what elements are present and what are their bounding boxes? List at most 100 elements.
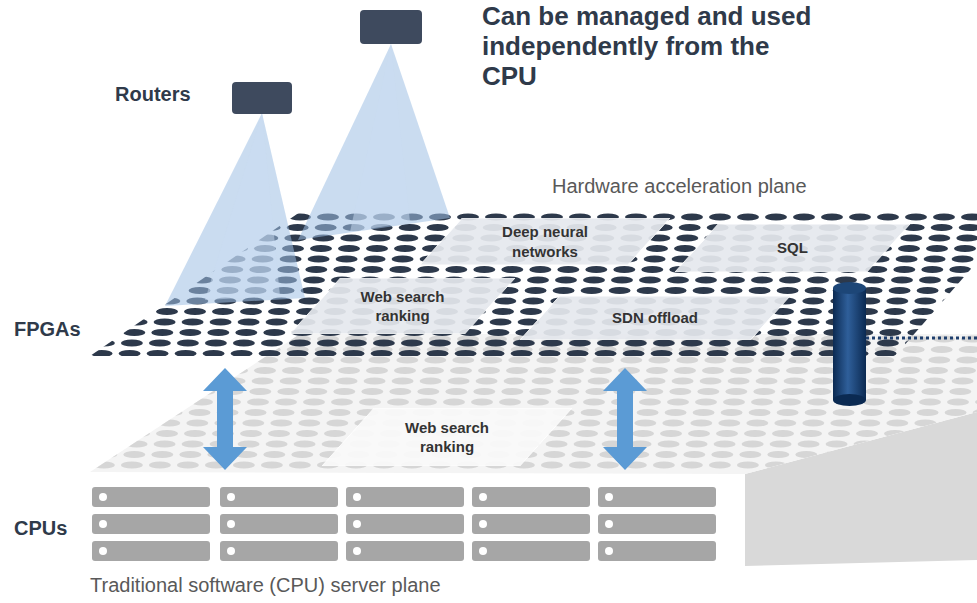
cpu-dot: [856, 430, 878, 437]
cpu-dot: [39, 451, 61, 458]
fpga-dot: [903, 350, 925, 357]
cpu-dot: [305, 388, 327, 395]
cpu-dot: [79, 398, 101, 405]
cpu-dot: [744, 430, 766, 437]
cpu-dot: [144, 356, 166, 363]
cpu-dot: [667, 398, 689, 405]
fpga-dot: [289, 339, 311, 346]
fpga-dot: [947, 276, 969, 283]
cpu-dot: [177, 461, 199, 468]
cpu-dot: [546, 440, 568, 447]
fpga-dot: [492, 308, 514, 315]
cpu-dot: [861, 409, 883, 416]
fpga-dot: [37, 339, 59, 346]
cpu-dot: [634, 419, 656, 426]
fpga-dot: [931, 224, 953, 231]
fpga-dot: [240, 308, 262, 315]
fpga-dot: [77, 287, 99, 294]
cpu-dot: [172, 356, 194, 363]
cpu-dot: [112, 377, 134, 384]
cpu-dot: [184, 430, 206, 437]
cpu-dot: [632, 430, 654, 437]
fpga-dot: [266, 318, 288, 325]
fpga-dot: [884, 308, 906, 315]
fpga-dot: [207, 329, 229, 336]
cpu-dot: [240, 430, 262, 437]
cpu-dot: [359, 398, 381, 405]
cpu-dot: [273, 409, 295, 416]
fpga-dot: [933, 213, 955, 220]
cpu-dot: [777, 409, 799, 416]
fpga-dot: [205, 339, 227, 346]
cpu-dot: [807, 398, 829, 405]
cpu-dot: [896, 377, 918, 384]
cpu-dot: [954, 367, 976, 374]
fpga-dot: [681, 213, 703, 220]
cpu-dot: [301, 409, 323, 416]
cpu-dot: [396, 356, 418, 363]
cpu-dot: [756, 377, 778, 384]
fpga-dot: [807, 276, 829, 283]
cpu-dot: [644, 377, 666, 384]
fpga-dot: [779, 276, 801, 283]
fpga-dot: [539, 350, 561, 357]
fpga-dot: [609, 287, 631, 294]
fpga-dot: [429, 339, 451, 346]
fpga-dot: [427, 350, 449, 357]
cpu-dot: [336, 377, 358, 384]
cpu-dot: [940, 430, 962, 437]
cpu-dot: [151, 451, 173, 458]
cpu-dot: [191, 398, 213, 405]
cpu-dot: [742, 440, 764, 447]
fpga-dot: [177, 339, 199, 346]
cpu-dot: [165, 388, 187, 395]
double-arrow: [203, 368, 247, 470]
cpu-dot: [135, 398, 157, 405]
cpu-dot: [100, 430, 122, 437]
cpu-dot: [137, 388, 159, 395]
server-unit: [346, 541, 464, 561]
cpu-dot: [280, 377, 302, 384]
cpu-dot: [149, 461, 171, 468]
fpga-dot: [777, 287, 799, 294]
cpu-dot: [154, 440, 176, 447]
cpu-dot: [249, 388, 271, 395]
cpu-dot: [886, 419, 908, 426]
server-rack: [92, 487, 716, 561]
server-unit: [472, 487, 590, 507]
cpu-dot: [879, 451, 901, 458]
cpu-dot: [247, 398, 269, 405]
cpu-dot: [252, 377, 274, 384]
fpga-dot: [487, 329, 509, 336]
cpu-dot: [884, 430, 906, 437]
fpga-dot: [956, 234, 977, 241]
fpga-dot: [333, 266, 355, 273]
cpu-dot: [809, 388, 831, 395]
fpga-dot: [149, 339, 171, 346]
fpga-dot: [79, 276, 101, 283]
cpu-dot: [254, 367, 276, 374]
cpu-dot: [541, 461, 563, 468]
cpu-dot: [749, 409, 771, 416]
cpu-dots: [0, 335, 977, 468]
cpu-dot: [298, 419, 320, 426]
cpu-dot: [802, 419, 824, 426]
cpu-dot: [704, 356, 726, 363]
cpu-dot: [560, 377, 582, 384]
cpu-dot: [975, 398, 977, 405]
cpu-dot: [121, 461, 143, 468]
fpga-dot: [91, 350, 113, 357]
cpu-dot: [473, 388, 495, 395]
fpga-dot: [44, 308, 66, 315]
fpga-dot: [709, 213, 731, 220]
fpga-dot: [737, 213, 759, 220]
server-front: [90, 476, 745, 566]
cpu-dot: [536, 356, 558, 363]
cpu-dot: [571, 451, 593, 458]
fpga-dot: [233, 339, 255, 346]
fpga-dot: [795, 329, 817, 336]
cpu-dot: [942, 419, 964, 426]
fpga-dot: [900, 234, 922, 241]
fpga-dot: [821, 213, 843, 220]
fpga-dot: [231, 350, 253, 357]
